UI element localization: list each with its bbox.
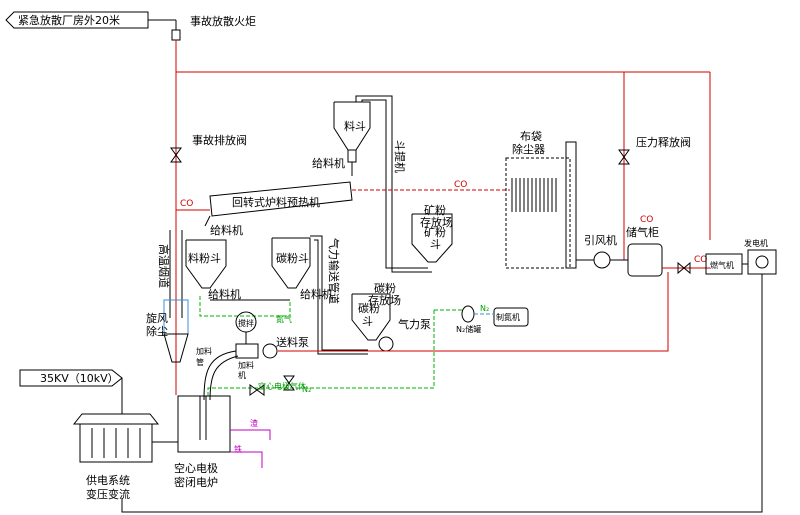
gas-to-engine: CO	[662, 255, 710, 275]
material-hopper-label: 料粉斗	[188, 251, 221, 265]
bag-filter-label-1: 布袋	[520, 129, 542, 143]
carbon-yard-label-1: 碳粉	[374, 281, 396, 295]
gas-engine: 燃气机	[705, 253, 743, 275]
bag-filter-label-2: 除尘器	[512, 142, 545, 156]
co-top-label: CO	[454, 180, 467, 190]
voltage-label: 35KV（10kV）	[40, 372, 119, 385]
co-left-label: CO	[180, 199, 193, 209]
nitrogen-system: N₂储罐 制氮机 N₂	[456, 304, 529, 334]
flare-stack: 事故放散火炬	[171, 14, 256, 41]
power-supply-station: 供电系统 变压变流	[72, 413, 178, 501]
pneumatic-pipe: 气力输送管道	[310, 235, 368, 355]
emergency-release-label: 紧急放散厂房外20米	[18, 13, 120, 27]
pneumatic-pump: 气力泵	[378, 317, 431, 352]
carbon-hopper-label: 碳粉斗	[276, 251, 309, 265]
kiln-label: 回转式炉料预热机	[232, 195, 320, 209]
feeder-top-label: 给料机	[312, 156, 345, 170]
feeder-small-label-1: 加料	[238, 360, 254, 370]
power-supply-label-2: 变压变流	[86, 487, 130, 501]
carbon-yard-label-2: 存放场	[368, 293, 401, 307]
high-temp-duct: 高温烟道	[157, 230, 183, 318]
carbon-yard-hopper: 碳粉 存放场 碳粉 斗	[351, 281, 401, 341]
pneumatic-pump-label: 气力泵	[398, 317, 431, 331]
power-supply-label-1: 供电系统	[86, 473, 130, 487]
ore-hopper: 矿粉 存放场 矿粉 斗	[411, 204, 453, 263]
n2-gas-label: 氮气	[276, 314, 292, 324]
slag-label: 渣	[250, 418, 258, 428]
n2-label: N₂	[480, 304, 489, 313]
bucket-elevator: 斗提机	[355, 95, 432, 273]
carbon-powder-hopper: 碳粉斗 给料机	[271, 237, 333, 301]
material-powder-hopper: 料粉斗 给料机	[185, 239, 241, 301]
high-temp-duct-label: 高温烟道	[157, 244, 171, 288]
gas-engine-label: 燃气机	[710, 260, 734, 270]
cyclone-label-1: 旋风	[146, 311, 168, 325]
co-gas-lines: CO CO	[176, 180, 510, 211]
power-return-loop	[121, 274, 763, 513]
furnace-label-2: 密闭电炉	[174, 475, 218, 489]
emergency-release-box: 紧急放散厂房外20米	[5, 11, 149, 29]
iron-label: 铁	[234, 444, 242, 454]
feed-pump: 送料泵 加料 管 加料 机	[196, 335, 309, 380]
generator-label: 发电机	[744, 238, 768, 248]
cyclone-label-2: 除尘	[146, 324, 168, 338]
gas-holder: CO 储气柜	[626, 215, 663, 277]
voltage-box: 35KV（10kV）	[19, 369, 123, 414]
co-right-label: CO	[694, 255, 707, 265]
n2-tank-label: N₂储罐	[456, 324, 481, 334]
feed-pipe-label-1: 加料	[196, 346, 212, 356]
feeder-small-label-2: 机	[238, 370, 246, 380]
hopper-top-label: 料斗	[344, 119, 366, 133]
pneumatic-pipe-label: 气力输送管道	[327, 238, 341, 304]
furnace-outputs: 渣 铁	[230, 418, 271, 468]
carbon-hopper2-label-2: 斗	[362, 315, 373, 328]
generator: 发电机	[742, 238, 777, 275]
rotary-kiln: 回转式炉料预热机	[204, 181, 353, 227]
feeder-left-label: 给料机	[208, 287, 241, 301]
pressure-release-valve: 压力释放阀	[618, 135, 691, 165]
n2-valve: 空心电极气体	[249, 375, 306, 396]
flare-label: 事故放散火炬	[190, 14, 256, 28]
ore-yard-label-2: 存放场	[420, 215, 453, 229]
cyclone: 旋风 除尘	[146, 299, 189, 363]
furnace-label-1: 空心电极	[174, 461, 218, 475]
feeder-right-label: 给料机	[300, 287, 333, 301]
bucket-elevator-label: 斗提机	[393, 140, 407, 173]
ore-yard-label-1: 矿粉	[424, 204, 446, 217]
feed-pump-label: 送料泵	[276, 335, 309, 349]
feeder-mid-label: 给料机	[210, 223, 243, 237]
gas-holder-co-label: CO	[640, 215, 653, 225]
top-hopper: 料斗 给料机	[312, 101, 371, 176]
n2-lines: N₂ 氮气	[199, 296, 462, 398]
ore-hopper-label-1: 矿粉	[424, 226, 446, 239]
induced-fan-label: 引风机	[584, 233, 617, 247]
n2-label-2: N₂	[302, 385, 311, 394]
induced-fan: 引风机	[576, 233, 628, 269]
pressure-valve-label: 压力释放阀	[636, 135, 691, 149]
mixer: 搅拌	[210, 299, 290, 344]
bag-filter: 布袋 除尘器	[505, 129, 577, 269]
feed-pipe-label-2: 管	[196, 357, 204, 367]
accident-valve: 事故排放阀	[170, 133, 247, 163]
co-loop-lines	[175, 40, 711, 395]
electric-furnace: 空心电极 密闭电炉	[174, 395, 231, 489]
gas-holder-label: 储气柜	[626, 225, 659, 239]
mixer-label: 搅拌	[238, 318, 254, 328]
red-return-line	[278, 272, 669, 352]
accident-valve-label: 事故排放阀	[192, 133, 247, 147]
n2-maker-label: 制氮机	[496, 312, 520, 322]
hollow-gas-label: 空心电极气体	[258, 381, 306, 391]
carbon-hopper2-label-1: 碳粉	[358, 301, 380, 315]
ore-hopper-label-2: 斗	[430, 238, 441, 251]
